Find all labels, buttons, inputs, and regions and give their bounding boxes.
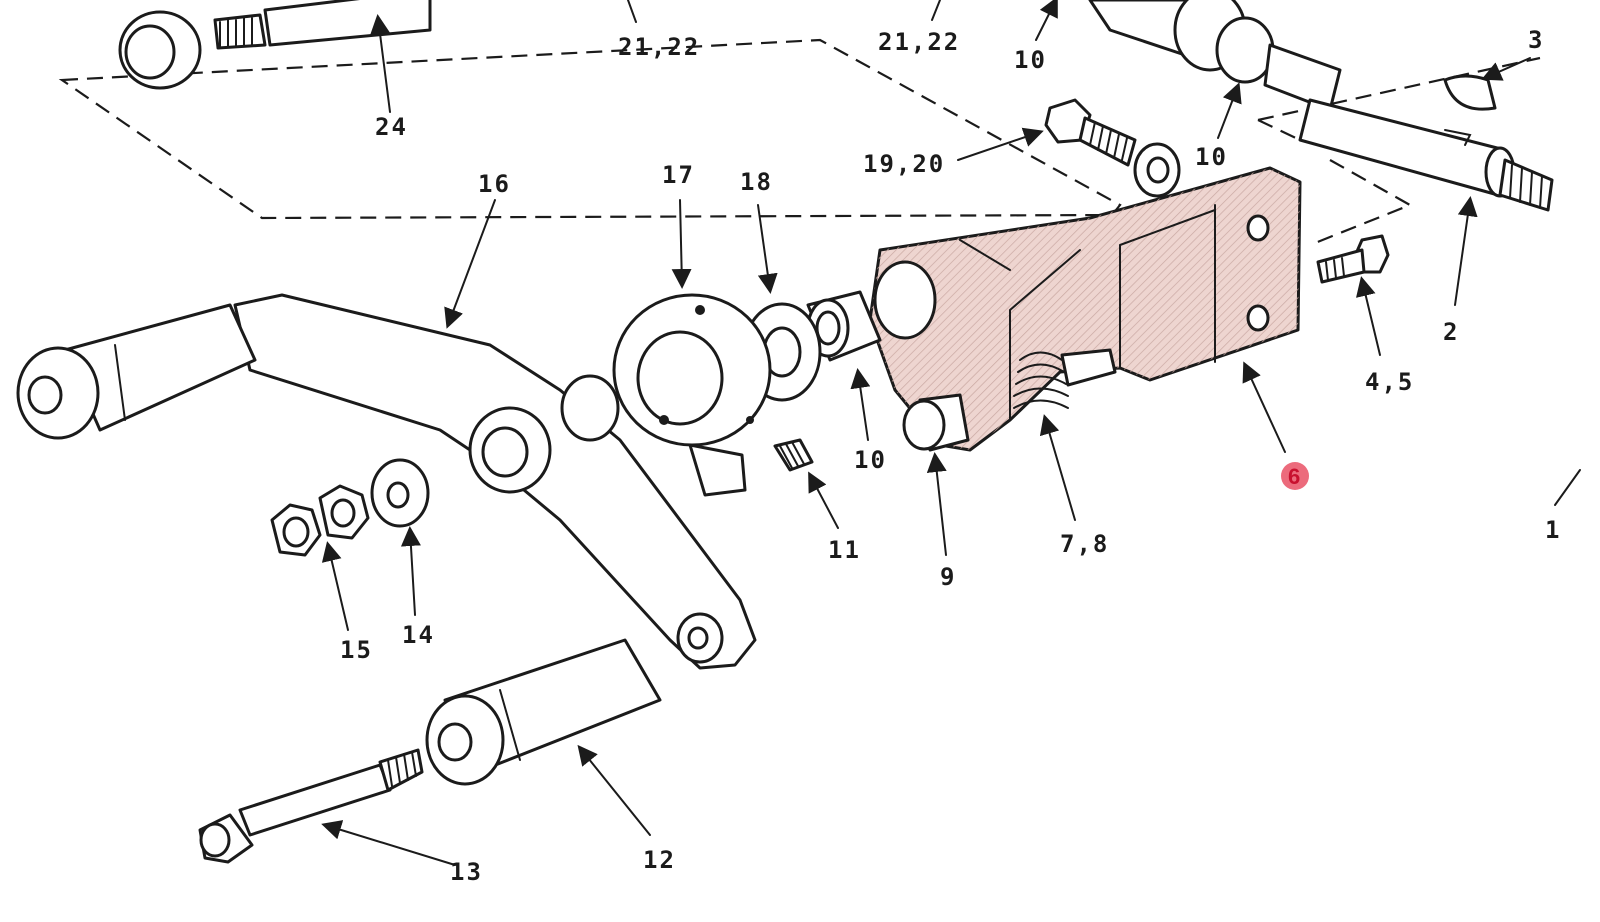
nuts-part-15 <box>270 484 370 557</box>
woodruff-key-part-3 <box>1443 74 1497 111</box>
pivot-shaft <box>1088 0 1342 112</box>
washer-part-14 <box>370 458 430 528</box>
assembly-outline-left <box>58 38 1122 220</box>
collar-part-17 <box>612 293 772 497</box>
pin-part-9 <box>902 393 970 452</box>
label-part-21-22-left: 21,22 <box>618 33 700 61</box>
bolt-part-13 <box>198 748 424 864</box>
label-part-10-top: 10 <box>1014 46 1047 74</box>
bushing-part-10 <box>806 290 882 362</box>
label-part-21-22-right: 21,22 <box>878 28 960 56</box>
label-part-16: 16 <box>478 170 511 198</box>
handle-part-12 <box>425 638 662 786</box>
label-part-19-20: 19,20 <box>863 150 945 178</box>
lever-arm-part-16 <box>16 293 757 670</box>
label-part-4-5: 4,5 <box>1365 368 1414 396</box>
label-part-18: 18 <box>740 168 773 196</box>
label-part-11: 11 <box>828 536 861 564</box>
leader-arrows <box>321 0 1581 866</box>
label-part-12: 12 <box>643 846 676 874</box>
label-part-13: 13 <box>450 858 483 886</box>
bolt-part-4-5 <box>1316 234 1390 284</box>
spring-part-7-8 <box>1013 348 1117 409</box>
label-part-9: 9 <box>940 563 956 591</box>
bracket-part-6-highlighted <box>868 166 1302 452</box>
highlight-marker-part-6 <box>1281 462 1309 490</box>
set-screw-part-11 <box>773 438 814 472</box>
bushing-part-24 <box>118 0 432 90</box>
label-part-15: 15 <box>340 636 373 664</box>
label-part-17: 17 <box>662 161 695 189</box>
label-part-14: 14 <box>402 621 435 649</box>
label-part-1: 1 <box>1545 516 1561 544</box>
label-part-3: 3 <box>1528 26 1544 54</box>
shaft-part-2 <box>1298 98 1554 212</box>
label-part-2: 2 <box>1443 318 1459 346</box>
label-part-6: 6 <box>1288 464 1300 489</box>
bolt-part-19-20 <box>1044 98 1181 198</box>
label-part-10-right: 10 <box>1195 143 1228 171</box>
label-part-10-middle: 10 <box>854 446 887 474</box>
label-part-7-8: 7,8 <box>1060 530 1109 558</box>
label-part-24: 24 <box>375 113 408 141</box>
